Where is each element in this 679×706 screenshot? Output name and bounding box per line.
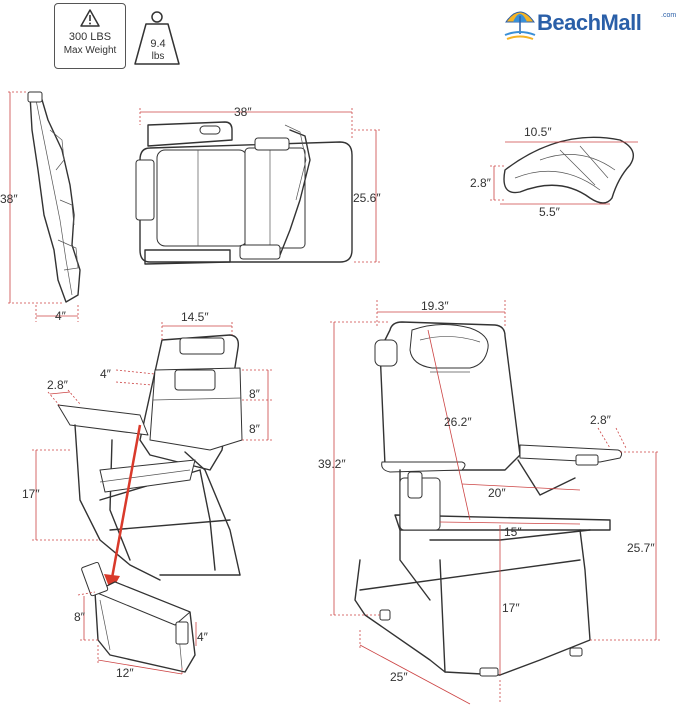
folded-side-view xyxy=(27,91,81,303)
dim-arm-span: 20″ xyxy=(488,486,506,500)
warning-triangle-icon xyxy=(80,9,100,27)
dim-pillow-width: 5.5″ xyxy=(539,205,561,219)
weight-capacity-value: 300 LBS xyxy=(68,31,112,43)
rear-perspective-view xyxy=(57,334,243,581)
logo-wordmark: BeachMall xyxy=(537,10,642,35)
dim-top-width: 19.3″ xyxy=(421,299,449,313)
chair-weight-badge: 9.4 lbs xyxy=(134,10,184,70)
dim-cooler-length: 12″ xyxy=(116,666,134,680)
dim-armrest-width-left: 2.8″ xyxy=(47,378,69,392)
beachmall-logo: BeachMall .com xyxy=(503,4,677,44)
dim-folded-height: 38″ xyxy=(0,192,18,206)
dim-pillow-length: 10.5″ xyxy=(524,125,552,139)
dim-arm-height: 25.7″ xyxy=(627,541,655,555)
dim-seat-width: 15″ xyxy=(504,525,522,539)
weight-capacity-label: Max Weight xyxy=(63,45,117,56)
dim-flat-length: 38″ xyxy=(234,105,252,119)
dim-backrest-height: 26.2″ xyxy=(444,415,472,429)
dim-cooler-depth: 4″ xyxy=(197,630,209,644)
dim-pillow-height: 2.8″ xyxy=(470,176,492,190)
cooler-bag-view xyxy=(81,561,196,673)
weight-kettlebell-icon xyxy=(134,11,180,65)
flat-top-view xyxy=(135,121,353,265)
dim-back-pocket-height-1: 8″ xyxy=(249,387,261,401)
dim-cooler-height: 8″ xyxy=(74,610,86,624)
weight-capacity-badge: 300 LBS Max Weight xyxy=(54,3,126,69)
dim-folded-depth: 4″ xyxy=(55,309,67,323)
dim-depth: 25″ xyxy=(390,670,408,684)
chair-weight-value: 9.4 xyxy=(150,38,166,50)
dim-flat-width: 25.6″ xyxy=(353,191,381,205)
dim-back-pocket-depth: 4″ xyxy=(100,367,112,381)
dim-back-pocket-height-2: 8″ xyxy=(249,422,261,436)
pillow-view xyxy=(503,136,634,204)
dim-armrest-width-right: 2.8″ xyxy=(590,413,612,427)
dim-total-height: 39.2″ xyxy=(318,457,346,471)
chair-weight-unit: lbs xyxy=(151,51,165,62)
logo-suffix: .com xyxy=(661,12,677,19)
dim-seat-height-side: 17″ xyxy=(22,487,40,501)
beach-umbrella-icon xyxy=(504,11,536,40)
front-perspective-view xyxy=(354,321,623,677)
dim-back-width: 14.5″ xyxy=(181,310,209,324)
dim-seat-height-front: 17″ xyxy=(502,601,520,615)
